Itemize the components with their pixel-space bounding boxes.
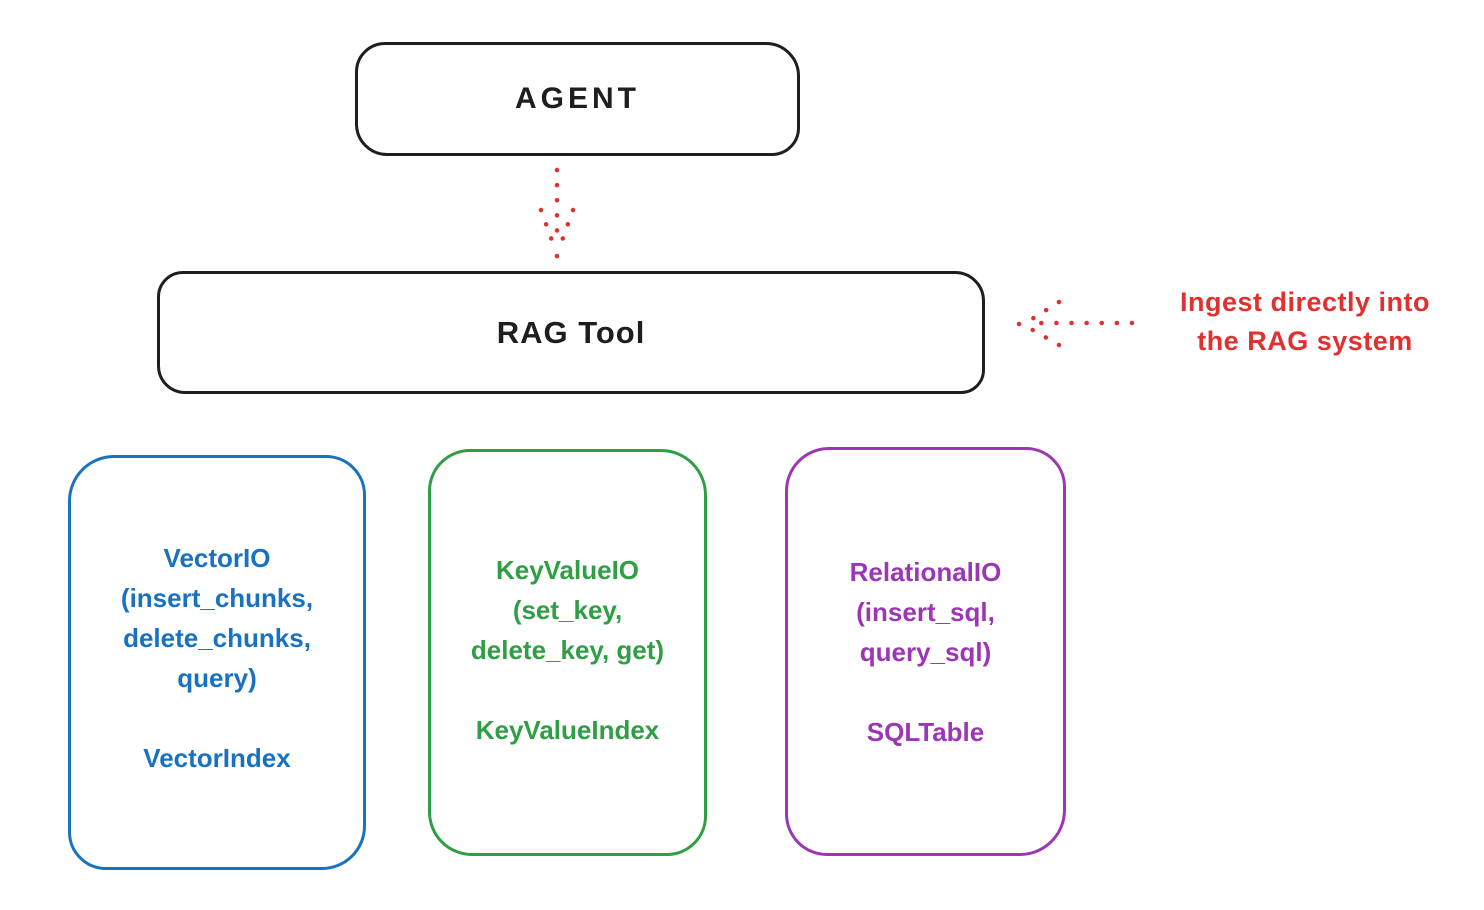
store-line: delete_chunks, — [123, 623, 311, 653]
store-line: RelationalIO — [849, 557, 1002, 587]
store-keyvalue-method-lines: KeyValueIO (set_key, delete_key, get) — [431, 550, 704, 670]
rag-tool-box-label: RAG Tool — [496, 314, 646, 350]
agent-to-rag-arrow — [538, 167, 576, 259]
store-index-label: SQLTable — [866, 717, 985, 747]
store-line: VectorIO — [163, 543, 271, 573]
store-box-key-value-io: KeyValueIO (set_key, delete_key, get) Ke… — [428, 449, 707, 856]
agent-box: AGENT — [355, 42, 800, 156]
store-box-vector-io: VectorIO (insert_chunks, delete_chunks, … — [68, 455, 366, 870]
ingest-annotation-line2: the RAG system — [1197, 326, 1413, 356]
store-box-relational-io: RelationalIO (insert_sql, query_sql) SQL… — [785, 447, 1066, 856]
store-vector-method-lines: VectorIO (insert_chunks, delete_chunks, … — [71, 538, 363, 698]
store-line: query_sql) — [859, 637, 992, 667]
rag-tool-box: RAG Tool — [157, 271, 985, 394]
store-line: query) — [177, 663, 257, 693]
store-line: (insert_chunks, — [120, 583, 314, 613]
store-relational-method-lines: RelationalIO (insert_sql, query_sql) — [788, 552, 1063, 672]
store-line: (insert_sql, — [856, 597, 995, 627]
agent-box-label: AGENT — [515, 82, 640, 115]
store-line: KeyValueIO — [495, 555, 640, 585]
store-index-label: VectorIndex — [143, 743, 291, 773]
store-index-label: KeyValueIndex — [475, 715, 660, 745]
store-line: delete_key, get) — [470, 635, 665, 665]
ingest-annotation-line1: Ingest directly into — [1179, 287, 1431, 317]
ingest-arrow — [1016, 299, 1135, 348]
store-line: (set_key, — [512, 595, 623, 625]
ingest-annotation: Ingest directly into the RAG system — [1135, 283, 1475, 361]
